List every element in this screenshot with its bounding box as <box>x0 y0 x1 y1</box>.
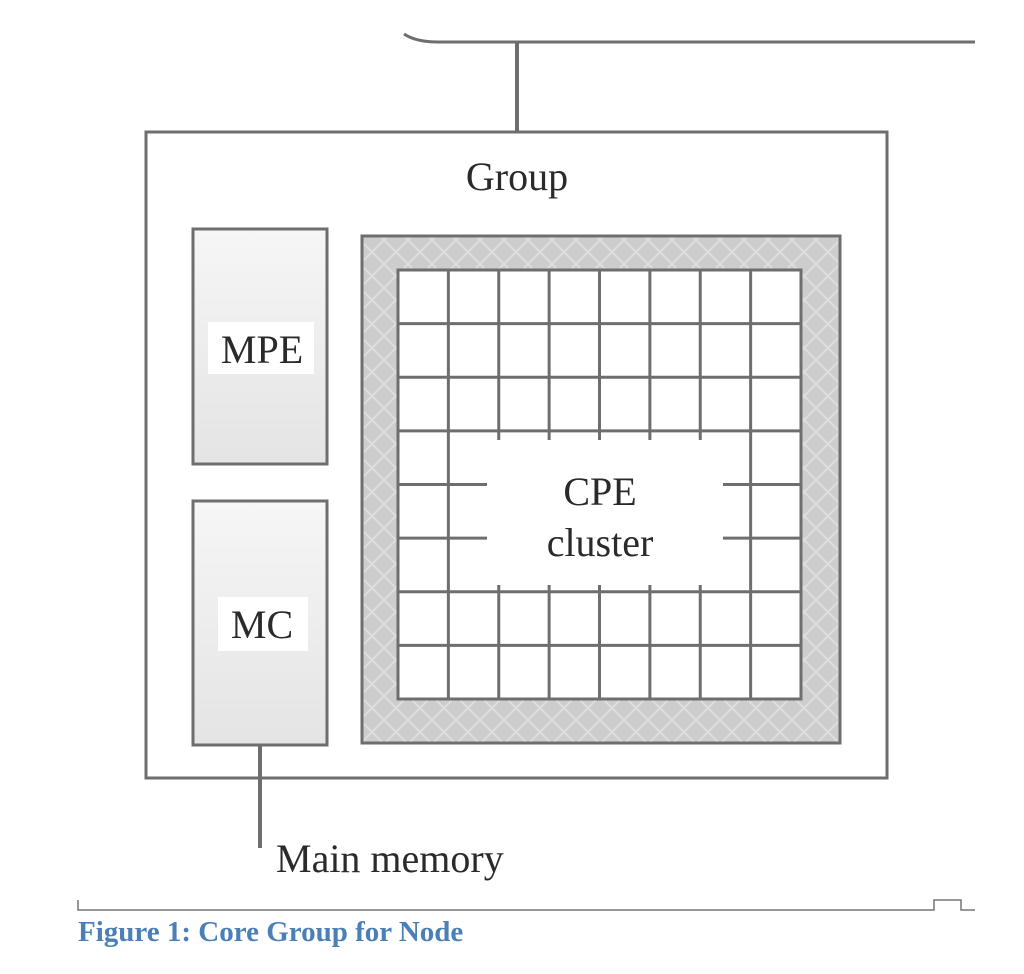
cpe-label-window <box>487 440 723 585</box>
cpe-label-line1: CPE <box>563 469 636 514</box>
mpe-label: MPE <box>221 327 303 372</box>
main-memory-label: Main memory <box>276 836 504 881</box>
group-label: Group <box>466 154 568 199</box>
mc-label-background <box>218 597 308 651</box>
bottom-rule-line <box>77 899 975 911</box>
cpe-label-line2: cluster <box>547 520 654 565</box>
system-bus-line <box>403 32 975 44</box>
mpe-label-background <box>208 322 314 374</box>
mc-label: MC <box>231 602 293 647</box>
figure-caption: Figure 1: Core Group for Node <box>78 916 464 948</box>
